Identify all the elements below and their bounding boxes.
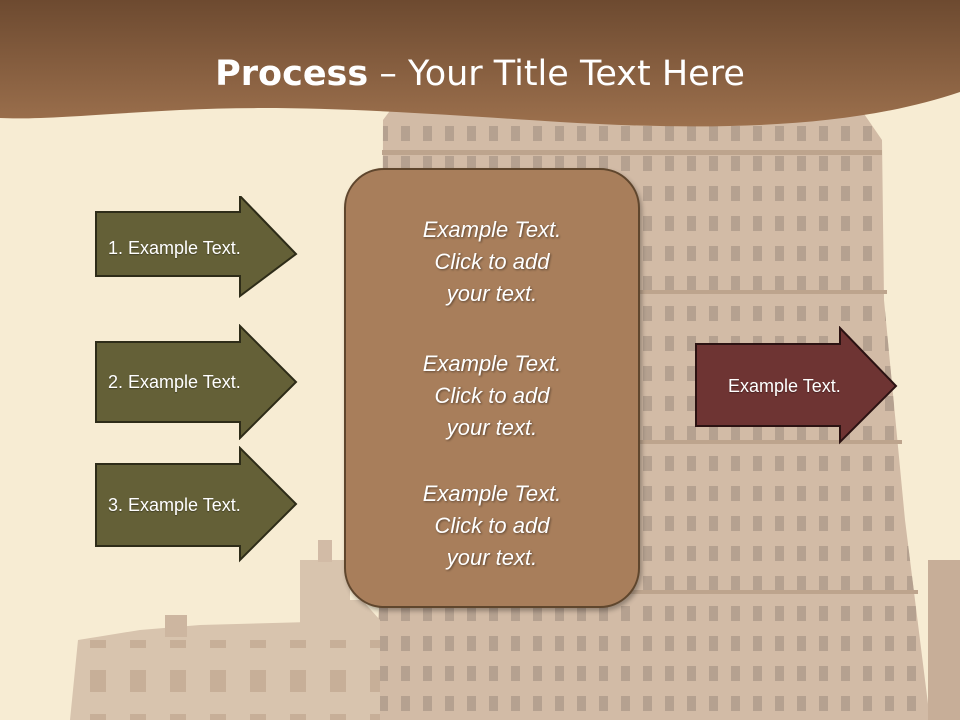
center-paragraph-1: Example Text. Click to add your text. [346, 214, 638, 310]
para-line: Click to add [434, 249, 550, 274]
step-arrow-3[interactable]: 3. Example Text. [94, 446, 300, 564]
center-text-box[interactable]: Example Text. Click to add your text. Ex… [344, 168, 640, 608]
title-rest: – Your Title Text Here [368, 54, 745, 94]
center-paragraph-3: Example Text. Click to add your text. [346, 478, 638, 574]
para-line: your text. [446, 281, 538, 306]
result-label: Example Text. [728, 375, 841, 396]
para-line: Example Text. [422, 351, 562, 376]
step-label: 1. Example Text. [108, 237, 241, 258]
para-line: your text. [446, 545, 538, 570]
para-line: Example Text. [422, 217, 562, 242]
header-band [0, 0, 960, 127]
result-arrow[interactable]: Example Text. [694, 326, 900, 446]
step-arrow-2[interactable]: 2. Example Text. [94, 324, 300, 440]
center-paragraph-2: Example Text. Click to add your text. [346, 348, 638, 444]
arrow-right-shape [695, 326, 898, 445]
arrow-right-shape [95, 324, 298, 440]
step-label: 3. Example Text. [108, 494, 241, 515]
para-line: Click to add [434, 513, 550, 538]
slide-title[interactable]: Process – Your Title Text Here [0, 52, 960, 96]
title-bold: Process [215, 54, 369, 94]
para-line: your text. [446, 415, 538, 440]
step-arrow-1[interactable]: 1. Example Text. [94, 196, 300, 300]
para-line: Click to add [434, 383, 550, 408]
step-label: 2. Example Text. [108, 371, 241, 392]
para-line: Example Text. [422, 481, 562, 506]
arrow-right-shape [95, 446, 298, 563]
arrow-right-shape [95, 196, 298, 298]
